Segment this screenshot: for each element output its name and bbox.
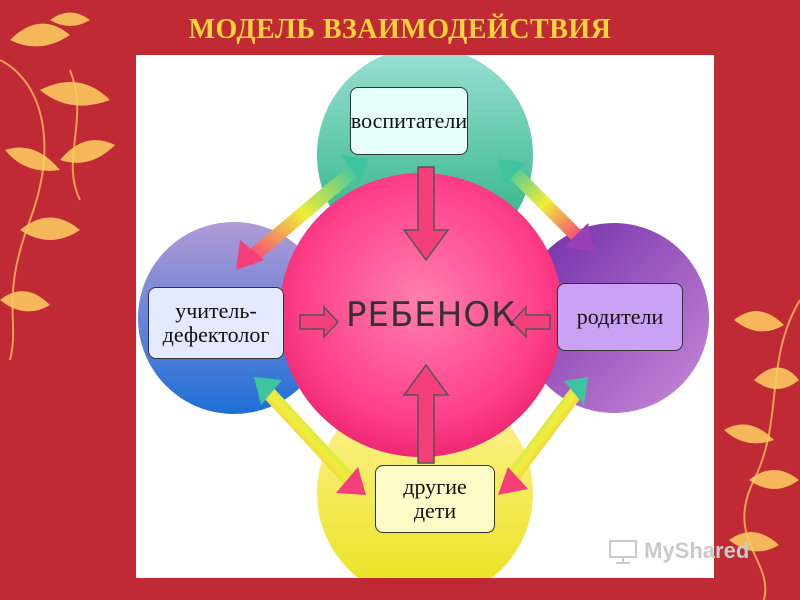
arrow-bottom-to-center <box>402 363 450 464</box>
node-right: родители <box>557 283 683 351</box>
arrow-top-to-center <box>402 166 450 262</box>
node-right-label: родители <box>576 303 664 329</box>
center-circle <box>279 173 563 457</box>
decorative-leaves-right <box>724 299 800 600</box>
arrow-bottom-left <box>254 377 366 495</box>
decorative-leaves-left <box>0 12 115 361</box>
node-top-label: воспитатели <box>350 107 468 133</box>
node-bottom-label-line1: другие <box>403 473 467 499</box>
node-left-label-line1: учитель- <box>175 297 257 323</box>
node-top: воспитатели <box>350 87 468 155</box>
arrow-left-to-center <box>299 305 340 339</box>
diagram-title: МОДЕЛЬ ВЗАИМОДЕЙСТВИЯ <box>188 14 612 45</box>
arrow-right-to-center <box>510 305 551 339</box>
node-left: учитель- дефектолог <box>148 287 284 359</box>
node-left-label-line2: дефектолог <box>162 322 270 347</box>
center-label: РЕБЕНОК <box>346 295 517 335</box>
watermark-text: MyShared <box>644 538 750 563</box>
arrow-bottom-right <box>498 377 588 495</box>
node-bottom: другие дети <box>375 465 495 533</box>
arrow-top-left <box>236 155 368 270</box>
arrow-top-right <box>498 159 594 251</box>
presentation-icon <box>609 540 637 565</box>
node-bottom-label-line2: дети <box>413 498 457 523</box>
watermark: MyShared <box>608 538 749 565</box>
diagram-panel: РЕБЕНОК воспитатели учитель- дефектолог … <box>136 55 714 578</box>
